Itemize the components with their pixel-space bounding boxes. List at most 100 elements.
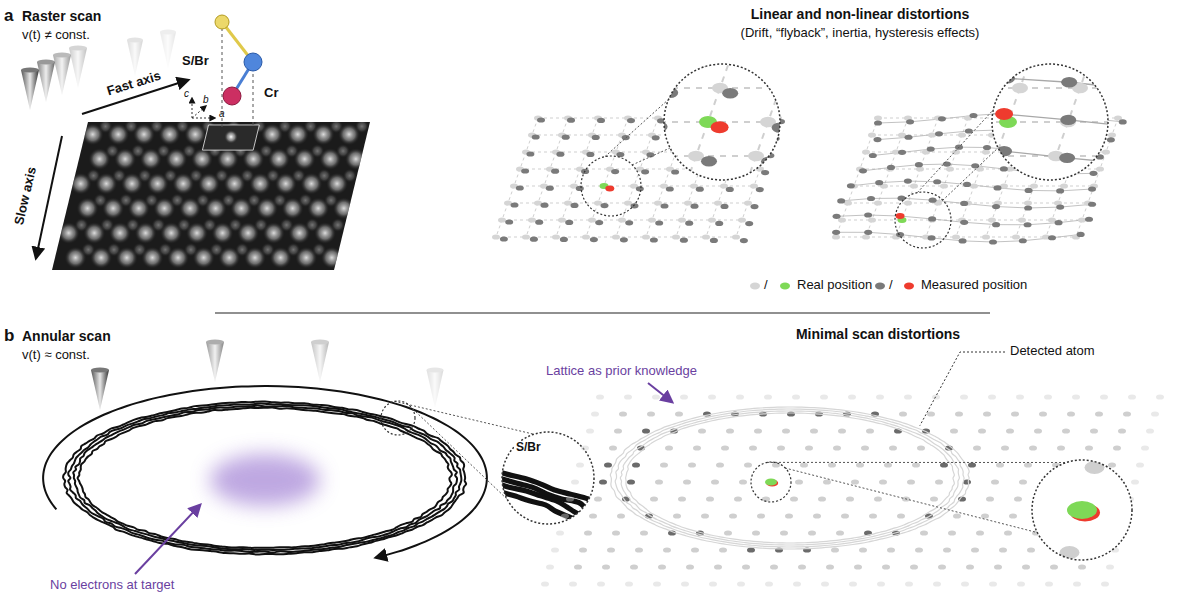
illustration-ellipse [994, 564, 1002, 569]
illustration-ellipse [1097, 419, 1117, 432]
illustration-ellipse [1060, 115, 1076, 125]
illustration-ellipse [628, 151, 644, 161]
illustration-ellipse [1001, 445, 1009, 450]
illustration-ellipse [1056, 188, 1064, 193]
illustration-ellipse [841, 513, 849, 518]
illustration-ellipse [928, 151, 944, 161]
scan-velocity: v(t) ≈ const. [22, 348, 90, 363]
illustration-ellipse [676, 15, 692, 25]
illustration-ellipse [532, 83, 548, 93]
illustration-path [202, 125, 259, 150]
illustration-ellipse [854, 564, 862, 569]
illustration-ellipse [995, 108, 1013, 120]
illustration-ellipse [1034, 6, 1050, 16]
illustration-ellipse [989, 581, 997, 586]
illustration-ellipse [910, 183, 918, 188]
illustration-path [632, 148, 670, 165]
illustration-ellipse [652, 83, 668, 93]
illustration-ellipse [927, 411, 935, 416]
illustration-ellipse [1102, 149, 1110, 154]
illustration-ellipse [702, 334, 722, 347]
illustration-ellipse [856, 462, 864, 467]
illustration-ellipse [896, 213, 905, 219]
illustration-ellipse [569, 581, 577, 586]
illustration-ellipse [729, 513, 737, 518]
illustration-ellipse [510, 189, 526, 199]
illustration-ellipse [642, 428, 650, 433]
illustration-ellipse [584, 530, 592, 535]
illustration-ellipse [710, 238, 718, 243]
illustration-ellipse [620, 237, 628, 242]
illustration-ellipse [945, 461, 965, 474]
illustration-line [878, 122, 910, 123]
illustration-path [785, 468, 1037, 533]
illustration-line [1078, 46, 1138, 51]
illustration-ellipse [910, 564, 918, 569]
illustration-ellipse [612, 530, 620, 535]
illustration-ellipse [940, 183, 948, 188]
illustration-ellipse [592, 83, 608, 93]
illustration-line [879, 181, 908, 183]
illustration-ellipse [1027, 547, 1035, 552]
illustration-ellipse [973, 56, 989, 66]
illustration-circle [223, 87, 241, 105]
illustration-path [496, 118, 538, 237]
illustration-ellipse [591, 411, 599, 416]
illustration-ellipse [1044, 394, 1052, 399]
illustration-ellipse [820, 117, 836, 127]
illustration-ellipse [625, 220, 633, 225]
illustration-line [1129, 164, 1190, 166]
illustration-ellipse [571, 203, 579, 208]
illustration-ellipse [913, 55, 929, 65]
illustration-ellipse [847, 183, 855, 188]
illustration-ellipse [928, 151, 944, 161]
illustration-ellipse [602, 87, 618, 97]
axis-label: Fast axis [105, 69, 163, 100]
illustration-ellipse [935, 479, 943, 484]
illustration-ellipse [1128, 394, 1136, 399]
illustration-g [507, 291, 1200, 603]
illustration-ellipse [632, 462, 640, 467]
illustration-path [1056, 0, 1140, 156]
illustration-path [43, 386, 487, 558]
illustration-ellipse [521, 168, 529, 173]
illustration-ellipse [898, 196, 906, 201]
illustration-path [0, 446, 702, 603]
illustration-ellipse [952, 83, 968, 93]
illustration-ellipse [983, 411, 991, 416]
illustration-ellipse [601, 203, 609, 208]
illustration-ellipse [851, 479, 859, 484]
illustration-ellipse [904, 200, 912, 205]
illustration-line [993, 241, 1023, 242]
illustration-ellipse [859, 547, 867, 552]
illustration-ellipse [702, 234, 710, 239]
illustration-ellipse [782, 428, 790, 433]
illustration-ellipse [511, 202, 519, 207]
illustration-ellipse [876, 394, 884, 399]
illustration-ellipse [1188, 90, 1200, 100]
illustration-ellipse [1016, 394, 1024, 399]
illustration-ellipse [604, 49, 620, 59]
illustration-ellipse [896, 232, 904, 237]
illustration-ellipse [498, 217, 506, 222]
illustration-ellipse [685, 221, 693, 226]
illustration-ellipse [1146, 8, 1162, 18]
illustration-ellipse [617, 513, 625, 518]
illustration-ellipse [711, 121, 729, 133]
illustration-ellipse [611, 169, 619, 174]
illustration-ellipse [850, 546, 870, 559]
illustration-ellipse [1039, 411, 1047, 416]
illustration-path [876, 0, 960, 156]
illustration-line [1132, 127, 1196, 132]
illustration-ellipse [678, 217, 686, 222]
illustration-line [841, 198, 871, 200]
illustration-path [78, 407, 452, 547]
illustration-ellipse [586, 428, 594, 433]
illustration-ellipse [1024, 49, 1040, 59]
illustration-ellipse [862, 234, 870, 239]
illustration-circle [751, 462, 791, 502]
illustration-ellipse [1056, 204, 1064, 209]
illustration-line [1132, 89, 1196, 95]
illustration-ellipse [848, 394, 856, 399]
illustration-line [215, 312, 990, 313]
